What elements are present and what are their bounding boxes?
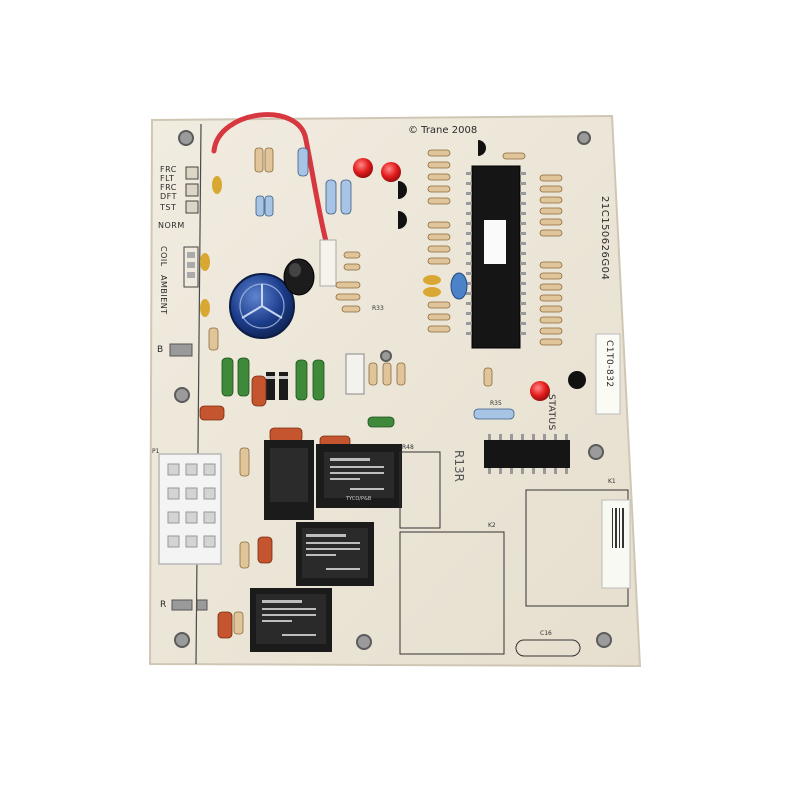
led-top-left (353, 158, 373, 178)
label-sticker (595, 333, 631, 589)
mounting-holes (174, 130, 612, 650)
resistors-top-left (200, 147, 515, 635)
part-number-text: 21C150626G04 (599, 196, 610, 281)
resistor-bank-right (502, 152, 563, 346)
ref-k1: K1 (608, 478, 616, 485)
label-coil: COIL (159, 246, 168, 267)
label-tst: TST (160, 203, 177, 212)
label-ambient: AMBIENT (159, 275, 168, 315)
small-dip-ic (484, 434, 570, 474)
label-frc-flt: FRC FLT (160, 165, 177, 183)
led-status (530, 381, 550, 401)
left-header-pins (169, 166, 208, 611)
relay-top-right (316, 444, 402, 508)
resistor-bank-left (423, 149, 451, 333)
small-black-capacitor (283, 258, 315, 296)
ref-k2: K2 (488, 522, 496, 529)
ref-r35: R35 (490, 400, 502, 407)
label-b: B (157, 345, 164, 355)
relay-bottom (250, 588, 332, 652)
label-r: R (160, 600, 167, 610)
r13r-label: R13R (452, 450, 466, 482)
ref-r33: R33 (372, 305, 384, 312)
sticker-code-text: C1T0-832 (604, 340, 614, 388)
label-norm: NORM (158, 221, 185, 230)
ref-r48: R48 (402, 444, 414, 451)
red-wire (211, 112, 337, 287)
blue-ceramic-capacitor (450, 272, 468, 300)
copyright-text: © Trane 2008 (408, 125, 478, 136)
microcontroller-ic (466, 165, 526, 349)
status-label: STATUS (546, 394, 556, 431)
ref-p1: P1 (152, 448, 160, 455)
transistors (398, 140, 586, 389)
green-components (221, 357, 395, 428)
ref-c16: C16 (540, 630, 552, 637)
relay-top-left (264, 440, 314, 520)
label-frc-dft: FRC DFT (160, 183, 178, 201)
diodes (266, 372, 288, 400)
led-top-right (381, 162, 401, 182)
white-component (345, 353, 365, 395)
relay-brand-label: TYCO/P&B (346, 496, 372, 502)
relay-middle (296, 522, 374, 586)
blue-electrolytic-capacitor (229, 273, 295, 339)
p1-connector (158, 453, 222, 565)
